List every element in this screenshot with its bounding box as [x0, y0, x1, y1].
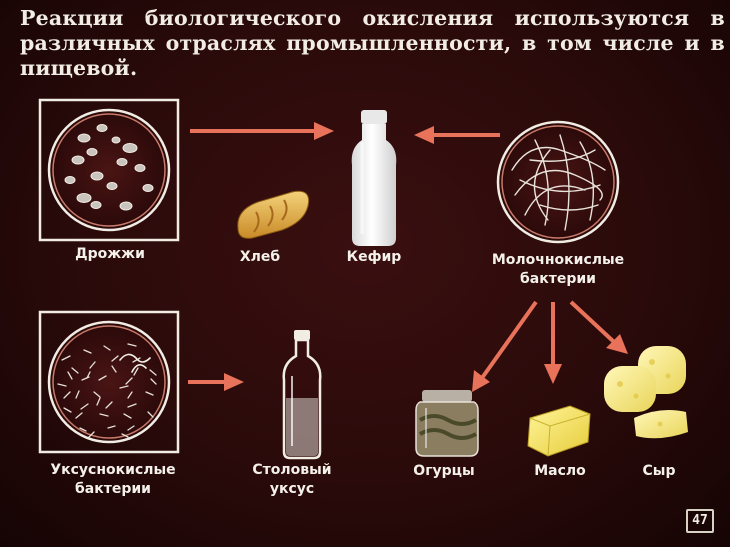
label-yeast: Дрожжи	[75, 246, 145, 262]
acetic-bacteria-micrograph-icon	[38, 310, 180, 454]
page-number: 47	[686, 509, 714, 533]
label-cheese: Сыр	[642, 463, 676, 479]
label-lactic-bacteria: Молочнокислые бактерии	[491, 252, 625, 287]
bread-icon	[237, 190, 310, 239]
slide-heading: Реакции биологического окисления использ…	[20, 6, 725, 80]
label-bread: Хлеб	[239, 249, 281, 265]
label-cucumbers: Огурцы	[413, 463, 475, 479]
cheese-icon	[604, 346, 688, 439]
pickle-jar-icon	[415, 390, 479, 457]
lactic-bacteria-micrograph-icon	[496, 120, 620, 244]
label-acetic-bacteria: Уксуснокислые бактерии	[50, 462, 176, 497]
arrow-icon	[188, 122, 628, 392]
label-vinegar: Столовый уксус	[252, 462, 332, 497]
vinegar-bottle-icon	[282, 330, 322, 460]
milk-bottle-icon	[351, 110, 397, 246]
butter-icon	[527, 405, 591, 457]
label-kefir: Кефир	[346, 249, 402, 265]
yeast-micrograph-icon	[38, 98, 180, 242]
label-butter: Масло	[534, 463, 586, 479]
